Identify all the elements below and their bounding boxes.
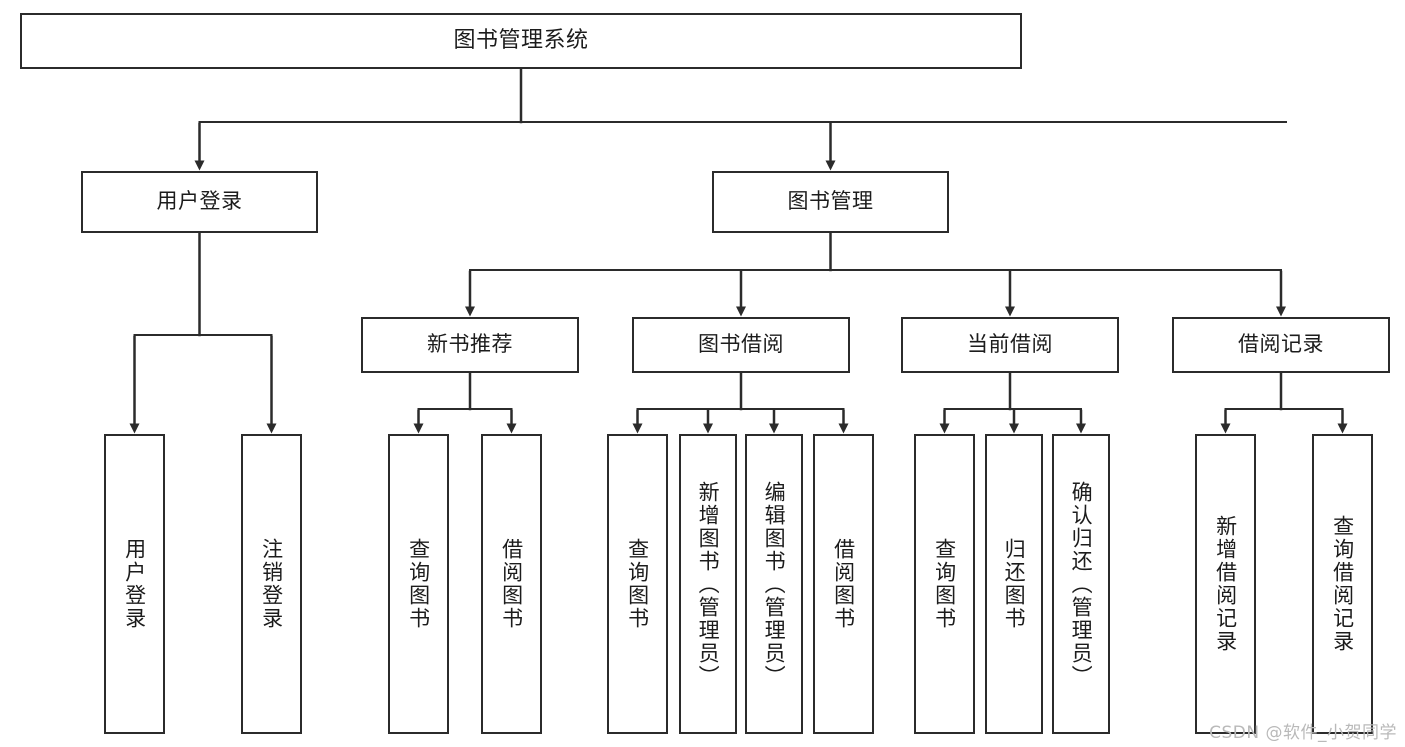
node-root[interactable]: 图书管理系统 bbox=[20, 13, 1022, 69]
node-leaf-borrow-book-1[interactable]: 借阅图书 bbox=[481, 434, 542, 734]
node-leaf-add-book-label: 新增图书（管理员） bbox=[696, 480, 721, 688]
node-leaf-query-record[interactable]: 查询借阅记录 bbox=[1312, 434, 1373, 734]
node-leaf-borrow-book-2-label: 借阅图书 bbox=[831, 538, 856, 630]
node-leaf-confirm-return[interactable]: 确认归还（管理员） bbox=[1052, 434, 1110, 734]
node-book-borrow-label: 图书借阅 bbox=[698, 332, 784, 357]
node-leaf-query-record-label: 查询借阅记录 bbox=[1330, 515, 1355, 653]
node-leaf-confirm-return-label: 确认归还（管理员） bbox=[1069, 480, 1094, 688]
node-leaf-logout[interactable]: 注销登录 bbox=[241, 434, 302, 734]
node-leaf-logout-label: 注销登录 bbox=[259, 538, 284, 630]
node-leaf-query-book-1[interactable]: 查询图书 bbox=[388, 434, 449, 734]
node-leaf-query-book-3-label: 查询图书 bbox=[932, 538, 957, 630]
node-new-book-rec[interactable]: 新书推荐 bbox=[361, 317, 579, 373]
node-leaf-edit-book-label: 编辑图书（管理员） bbox=[762, 480, 787, 688]
node-leaf-edit-book[interactable]: 编辑图书（管理员） bbox=[745, 434, 803, 734]
node-borrow-record-label: 借阅记录 bbox=[1238, 332, 1324, 357]
node-leaf-user-login-label: 用户登录 bbox=[122, 538, 147, 630]
node-leaf-add-record[interactable]: 新增借阅记录 bbox=[1195, 434, 1256, 734]
node-leaf-query-book-2[interactable]: 查询图书 bbox=[607, 434, 668, 734]
node-leaf-borrow-book-1-label: 借阅图书 bbox=[499, 538, 524, 630]
node-leaf-query-book-3[interactable]: 查询图书 bbox=[914, 434, 975, 734]
node-user-login-label: 用户登录 bbox=[156, 189, 243, 214]
node-leaf-add-record-label: 新增借阅记录 bbox=[1213, 515, 1238, 653]
node-leaf-add-book[interactable]: 新增图书（管理员） bbox=[679, 434, 737, 734]
node-root-label: 图书管理系统 bbox=[453, 27, 589, 53]
node-user-login[interactable]: 用户登录 bbox=[81, 171, 318, 233]
node-book-manage[interactable]: 图书管理 bbox=[712, 171, 949, 233]
node-borrow-record[interactable]: 借阅记录 bbox=[1172, 317, 1390, 373]
node-leaf-user-login[interactable]: 用户登录 bbox=[104, 434, 165, 734]
node-leaf-query-book-2-label: 查询图书 bbox=[625, 538, 650, 630]
node-leaf-return-book[interactable]: 归还图书 bbox=[985, 434, 1043, 734]
node-current-borrow-label: 当前借阅 bbox=[967, 332, 1053, 357]
node-leaf-borrow-book-2[interactable]: 借阅图书 bbox=[813, 434, 874, 734]
node-book-borrow[interactable]: 图书借阅 bbox=[632, 317, 850, 373]
node-book-manage-label: 图书管理 bbox=[787, 189, 874, 214]
node-new-book-rec-label: 新书推荐 bbox=[427, 332, 513, 357]
node-current-borrow[interactable]: 当前借阅 bbox=[901, 317, 1119, 373]
node-leaf-return-book-label: 归还图书 bbox=[1002, 538, 1027, 630]
node-leaf-query-book-1-label: 查询图书 bbox=[406, 538, 431, 630]
